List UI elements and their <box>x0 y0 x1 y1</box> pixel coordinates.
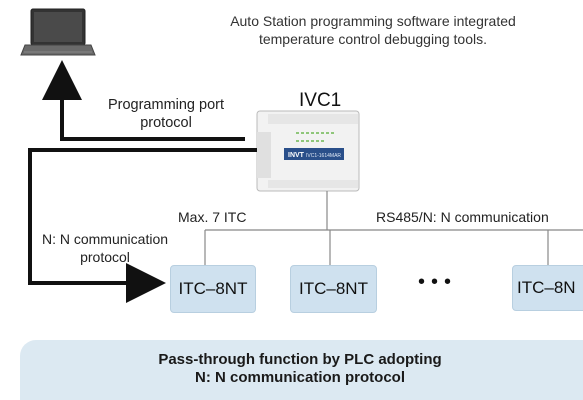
banner-line-2: N: N communication protocol <box>195 369 405 386</box>
max-itc-label: Max. 7 ITC <box>178 209 247 225</box>
plc-brand-label: INVT <box>288 152 305 159</box>
rs485-label: RS485/N: N communication <box>376 209 549 225</box>
itc-module-3: ITC–8N <box>512 265 583 311</box>
rs485-bus <box>204 191 583 265</box>
nn-protocol-arrow <box>28 148 257 303</box>
more-modules-ellipsis: ••• <box>418 271 458 293</box>
programming-port-arrow <box>42 60 245 141</box>
laptop-icon <box>20 8 96 56</box>
programming-port-label: Programming port protocol <box>107 97 225 131</box>
header-note-line-2: temperature control debugging tools. <box>258 31 488 47</box>
plc-indicator-leds <box>296 132 334 142</box>
itc-module-2: ITC–8NT <box>290 265 377 313</box>
summary-banner-text: Pass-through function by PLC adopting N:… <box>110 351 490 387</box>
itc-module-1: ITC–8NT <box>170 265 256 313</box>
header-note-line-1: Auto Station programming software integr… <box>230 13 516 29</box>
header-note: Auto Station programming software integr… <box>188 12 558 48</box>
plc-model-label: IVC1-1614MAR <box>306 153 341 159</box>
plc-device: INVT IVC1-1614MAR <box>256 110 360 192</box>
banner-line-1: Pass-through function by PLC adopting <box>158 351 442 368</box>
nn-protocol-label: N: N communication protocol <box>41 231 169 265</box>
plc-title: IVC1 <box>299 90 342 111</box>
summary-banner <box>20 340 583 400</box>
